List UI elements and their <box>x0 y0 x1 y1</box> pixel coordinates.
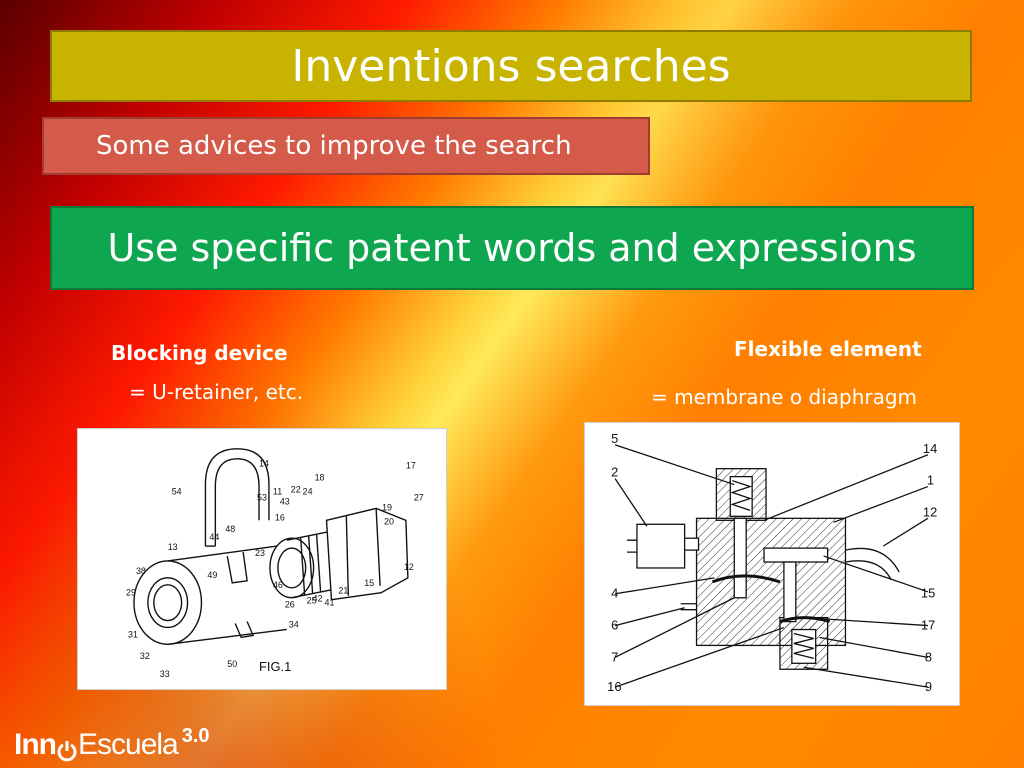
svg-text:8: 8 <box>925 649 932 664</box>
fig-label: 54 <box>172 486 182 496</box>
svg-text:26: 26 <box>285 600 295 610</box>
fig-label: 14 <box>259 459 269 469</box>
svg-text:4: 4 <box>611 586 618 601</box>
svg-text:29: 29 <box>126 588 136 598</box>
tip-banner-text: Use specific patent words and expression… <box>107 226 916 270</box>
svg-text:17: 17 <box>921 618 935 633</box>
svg-text:31: 31 <box>128 629 138 639</box>
svg-text:24: 24 <box>303 486 313 496</box>
membrane-valve-svg: 5 2 14 1 12 4 15 6 17 7 8 16 9 <box>585 423 959 705</box>
svg-text:49: 49 <box>207 570 217 580</box>
tip-banner: Use specific patent words and expression… <box>50 206 974 290</box>
svg-text:50: 50 <box>227 659 237 669</box>
logo-part1: Inn <box>14 728 56 762</box>
svg-text:21: 21 <box>338 586 348 596</box>
svg-text:16: 16 <box>275 512 285 522</box>
svg-text:25: 25 <box>307 596 317 606</box>
svg-text:34: 34 <box>289 619 299 629</box>
logo-version: 3.0 <box>182 725 210 748</box>
power-icon <box>57 740 77 762</box>
svg-text:16: 16 <box>607 679 621 694</box>
svg-text:15: 15 <box>364 578 374 588</box>
svg-text:48: 48 <box>225 524 235 534</box>
svg-text:2: 2 <box>611 465 618 480</box>
svg-text:FIG.1: FIG.1 <box>259 659 291 674</box>
logo-part2: Escuela <box>78 728 178 762</box>
svg-text:33: 33 <box>160 669 170 679</box>
left-equivalent: = U-retainer, etc. <box>129 380 303 404</box>
svg-text:19: 19 <box>382 502 392 512</box>
svg-text:14: 14 <box>923 441 937 456</box>
svg-text:43: 43 <box>280 496 290 506</box>
svg-text:22: 22 <box>291 485 301 495</box>
svg-text:18: 18 <box>315 473 325 483</box>
u-retainer-drawing: 14 54 53 11 43 22 24 18 17 27 19 20 16 4… <box>77 428 447 690</box>
svg-text:6: 6 <box>611 618 618 633</box>
svg-text:5: 5 <box>611 431 618 446</box>
svg-text:44: 44 <box>209 532 219 542</box>
svg-text:12: 12 <box>404 562 414 572</box>
svg-text:17: 17 <box>406 461 416 471</box>
svg-text:32: 32 <box>140 651 150 661</box>
svg-text:20: 20 <box>384 516 394 526</box>
membrane-valve-drawing: 5 2 14 1 12 4 15 6 17 7 8 16 9 <box>584 422 960 706</box>
svg-text:53: 53 <box>257 492 267 502</box>
svg-text:12: 12 <box>923 504 937 519</box>
svg-text:23: 23 <box>255 548 265 558</box>
svg-text:15: 15 <box>921 586 935 601</box>
slide-subtitle-text: Some advices to improve the search <box>96 131 572 161</box>
svg-text:27: 27 <box>414 492 424 502</box>
right-equivalent: = membrane o diaphragm <box>651 385 917 409</box>
svg-text:13: 13 <box>168 542 178 552</box>
svg-text:11: 11 <box>273 486 282 496</box>
svg-text:9: 9 <box>925 679 932 694</box>
slide-title: Inventions searches <box>50 30 972 102</box>
slide-title-text: Inventions searches <box>291 41 730 92</box>
innoescuela-logo: Inn Escuela 3.0 <box>14 726 210 762</box>
slide-subtitle: Some advices to improve the search <box>42 117 650 175</box>
right-term: Flexible element <box>734 337 922 361</box>
svg-text:41: 41 <box>325 598 335 608</box>
svg-text:38: 38 <box>136 566 146 576</box>
u-retainer-svg: 14 54 53 11 43 22 24 18 17 27 19 20 16 4… <box>78 429 446 689</box>
svg-text:7: 7 <box>611 649 618 664</box>
left-term: Blocking device <box>111 341 288 365</box>
svg-text:46: 46 <box>273 580 283 590</box>
svg-text:1: 1 <box>927 473 934 488</box>
